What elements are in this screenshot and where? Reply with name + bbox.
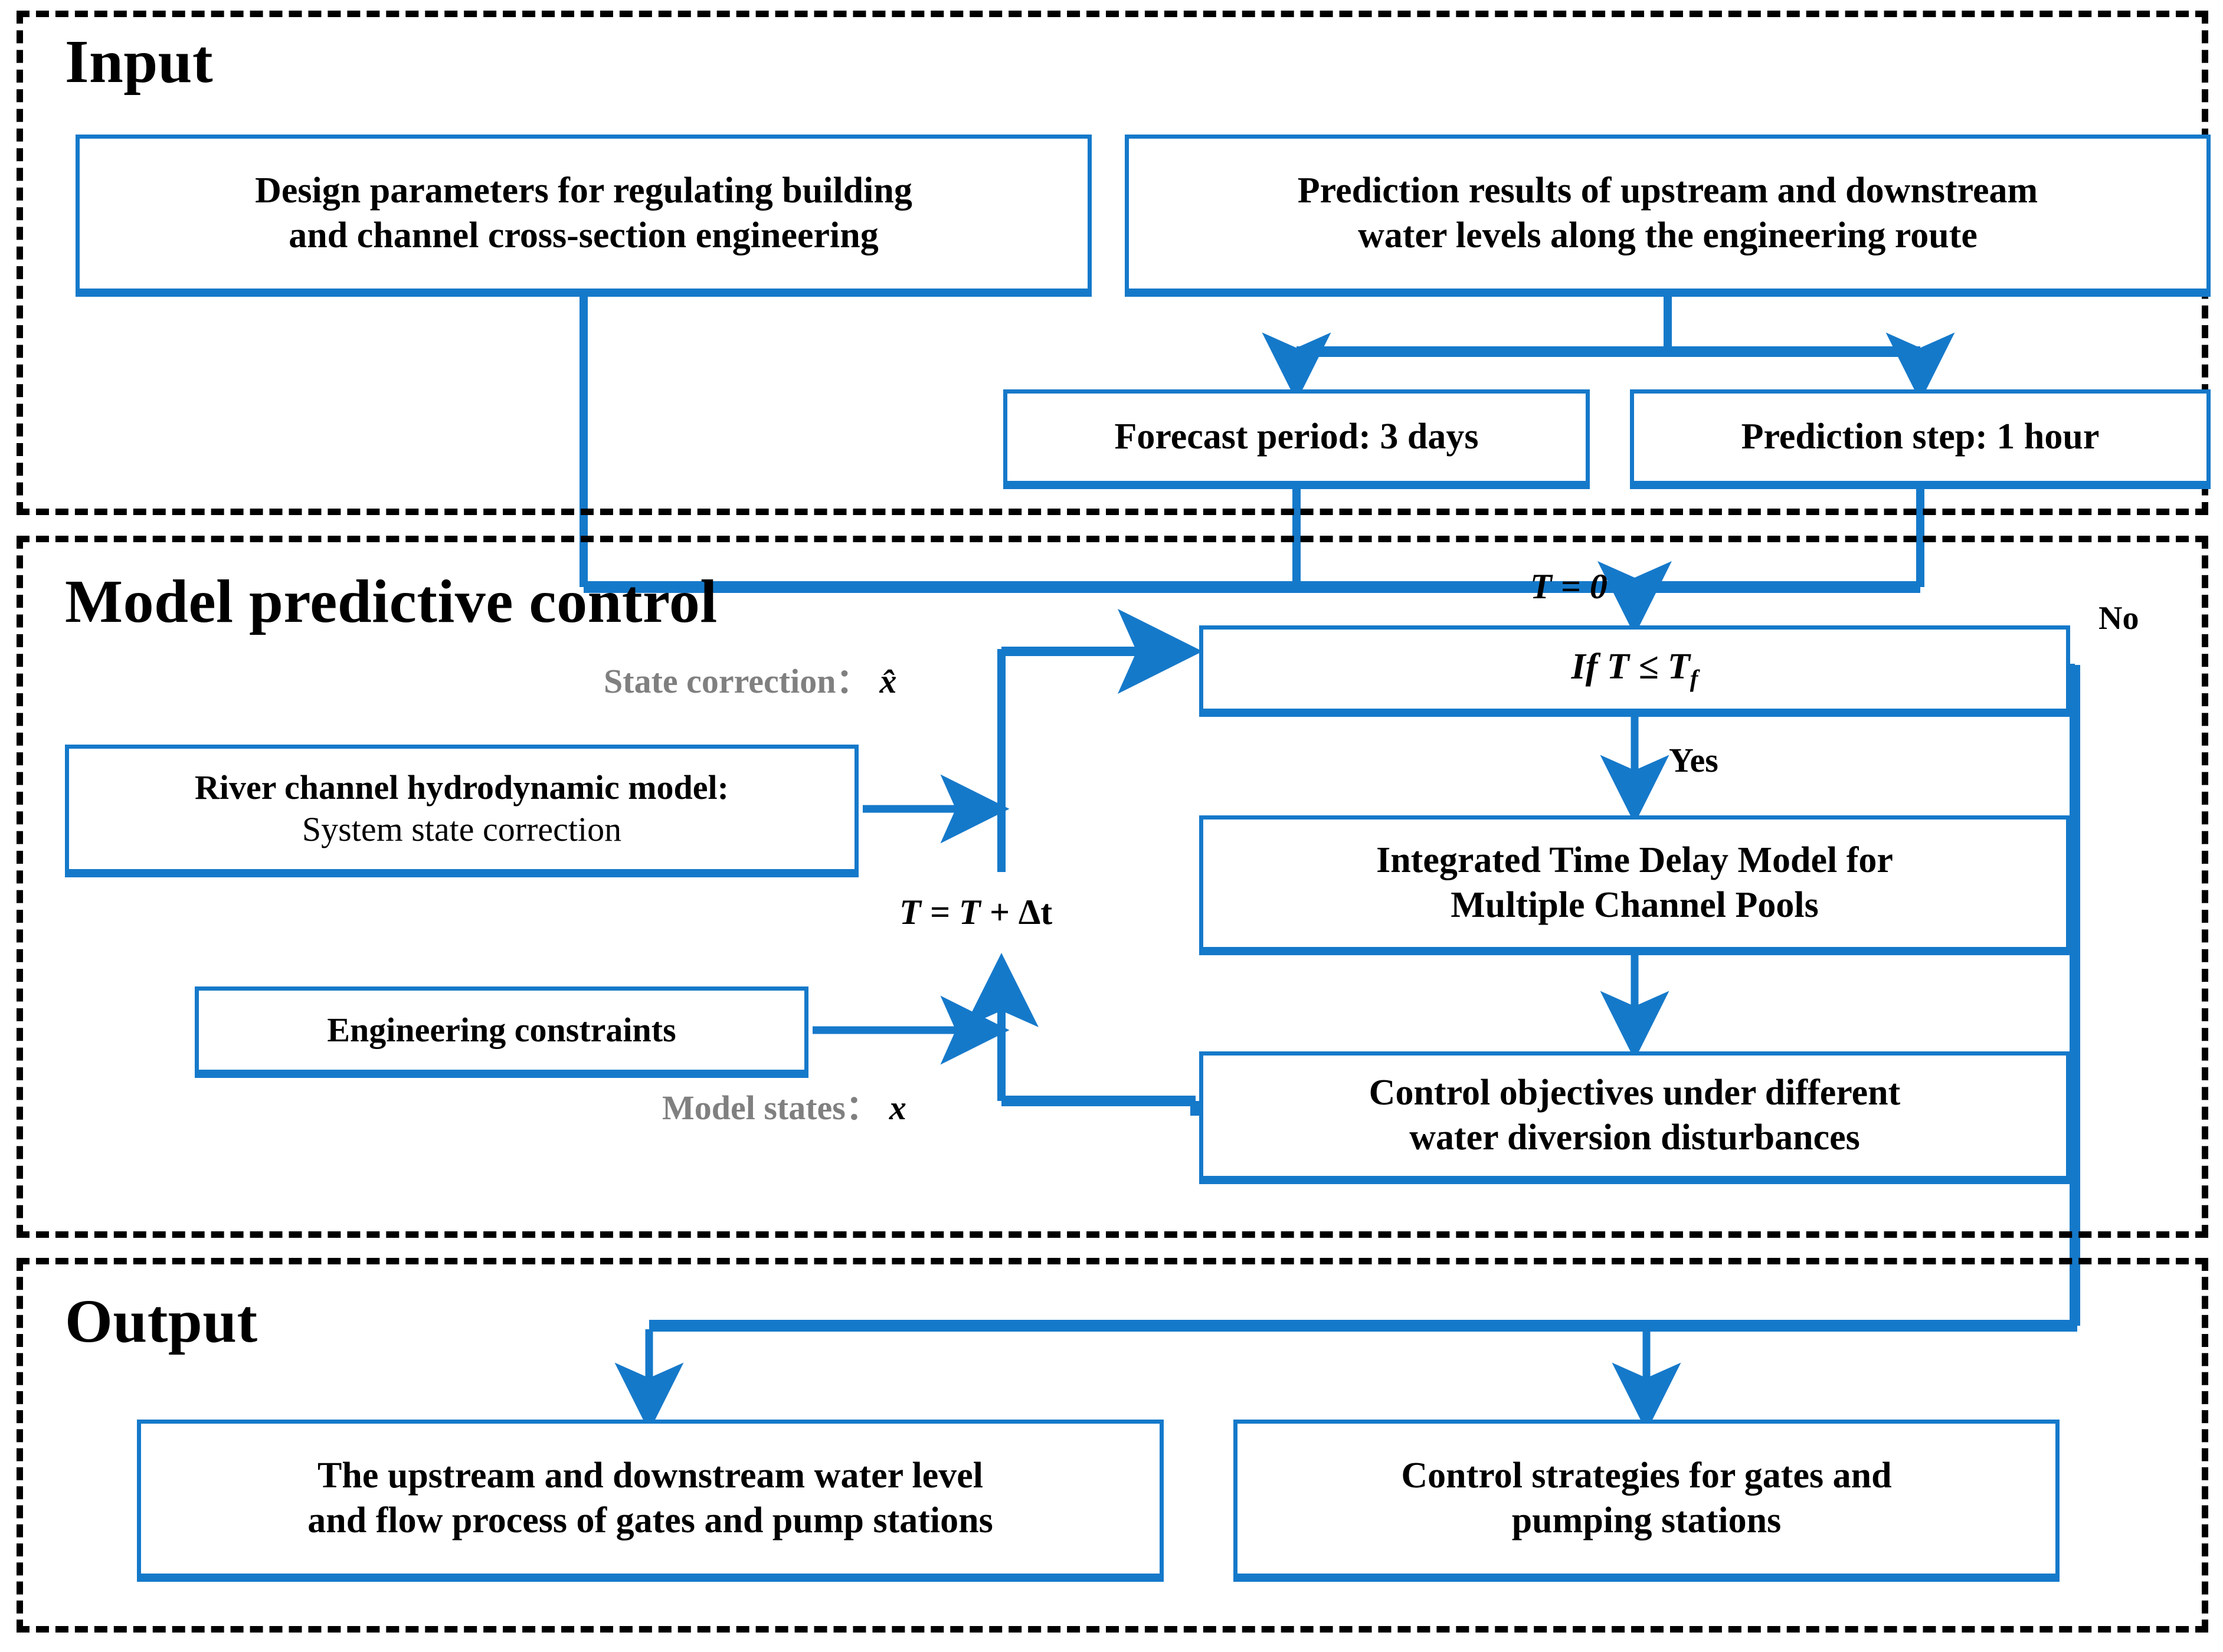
label-no-branch: No [2098,600,2139,637]
box-prediction-results[interactable]: Prediction results of upstream and downs… [1125,135,2211,293]
box-design-parameters-line2: and channel cross-section engineering [289,215,879,255]
box-objectives-line1: Control objectives under different [1368,1073,1901,1113]
label-t-increment-lhs: T = T + [899,893,1019,932]
section-title-input: Input [65,28,214,96]
box-prediction-results-line2: water levels along the engineering route [1358,215,1978,255]
label-t-increment: T = T + Δt [899,892,1052,933]
box-integrated-time-delay-model[interactable]: Integrated Time Delay Model for Multiple… [1199,815,2070,951]
box-design-parameters-line1: Design parameters for regulating buildin… [255,171,912,211]
section-title-mpc: Model predictive control [65,568,718,635]
box-design-parameters[interactable]: Design parameters for regulating buildin… [76,135,1092,293]
box-water-level-and-flow[interactable]: The upstream and downstream water level … [137,1420,1164,1578]
box-river-model-line1: River channel hydrodynamic model: [195,768,729,807]
label-model-states-variable: x [889,1089,906,1127]
label-state-correction-variable: x̂ [879,662,897,700]
box-river-hydrodynamic-model[interactable]: River channel hydrodynamic model: System… [65,745,859,873]
decision-condition: If T ≤ T [1571,646,1690,687]
decision-condition-subscript: f [1690,665,1698,692]
box-water-level-line1: The upstream and downstream water level [317,1456,984,1496]
label-model-states-text: Model states： [662,1089,880,1127]
box-itdm-line2: Multiple Channel Pools [1451,885,1819,925]
label-state-correction-text: State correction： [604,662,870,700]
box-objectives-line2: water diversion disturbances [1409,1117,1860,1158]
section-frame-output [17,1258,2208,1633]
box-water-level-line2: and flow process of gates and pump stati… [307,1500,993,1540]
box-control-objectives[interactable]: Control objectives under different water… [1199,1051,2070,1180]
label-yes-branch: Yes [1669,741,1718,779]
label-model-states: Model states：x [662,1080,906,1129]
section-frame-mpc [17,536,2208,1238]
box-prediction-step[interactable]: Prediction step: 1 hour [1630,389,2211,485]
label-state-correction: State correction：x̂ [604,653,896,703]
box-control-strategies-line2: pumping stations [1511,1500,1782,1540]
section-title-output: Output [65,1287,258,1355]
box-prediction-results-line1: Prediction results of upstream and downs… [1297,171,2038,211]
box-control-strategies-line1: Control strategies for gates and [1401,1456,1892,1496]
box-control-strategies[interactable]: Control strategies for gates and pumping… [1233,1420,2060,1578]
box-forecast-period[interactable]: Forecast period: 3 days [1003,389,1590,485]
box-decision-if-t-le-tf[interactable]: If T ≤ Tf [1199,625,2070,713]
box-river-model-line2: System state correction [302,810,622,848]
box-engineering-constraints[interactable]: Engineering constraints [195,986,808,1074]
label-t-equals-zero: T = 0 [1530,567,1607,606]
label-t-increment-delta: Δt [1018,893,1053,932]
box-itdm-line1: Integrated Time Delay Model for [1376,840,1893,881]
